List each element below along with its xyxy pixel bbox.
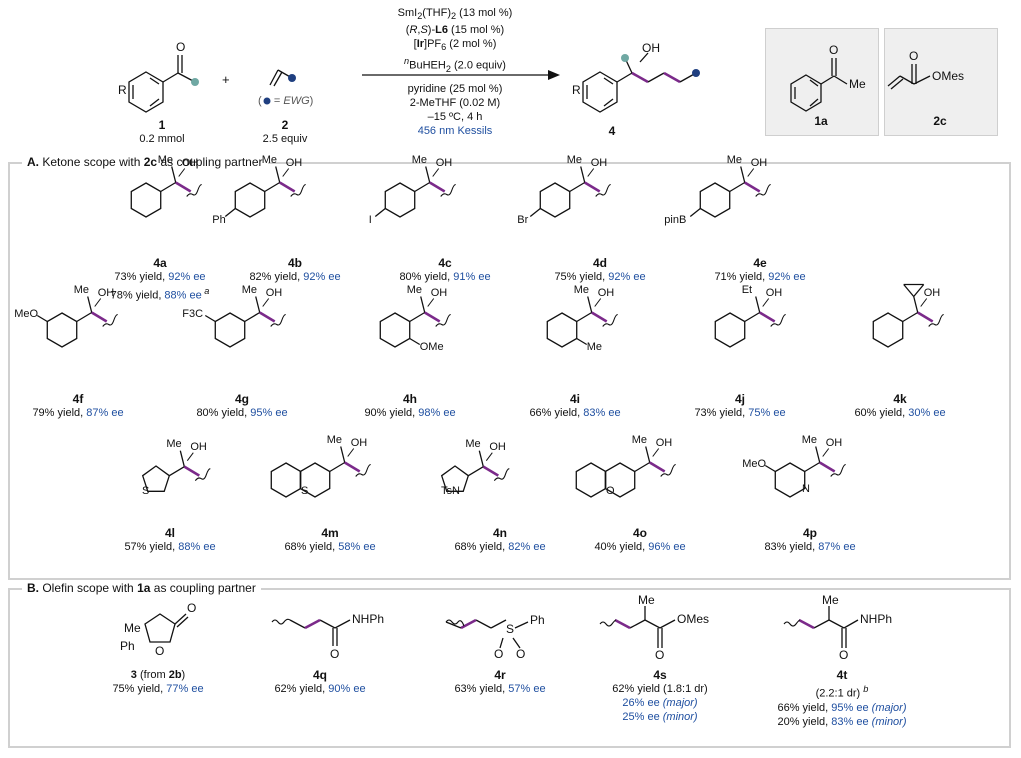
section-a-box (8, 162, 1011, 580)
product-4: 4 (608, 124, 616, 138)
section-b-box (8, 588, 1011, 748)
product-oh: OH (642, 41, 660, 55)
compound-4t: 4t (2.2:1 dr) b 66% yield, 95% ee (major… (777, 668, 907, 728)
section-a-title: A. Ketone scope with 2c as coupling part… (22, 155, 268, 169)
structure-4n (440, 465, 510, 492)
conditions-below: pyridine (25 mol %) 2-MeTHF (0.02 M) –15… (407, 83, 503, 137)
ewg-legend: ( = EWG) (258, 95, 314, 107)
conditions-above: SmI2(THF)2 (13 mol %) (R,S)-L6 (15 mol %… (397, 7, 513, 75)
plus-sign: + (222, 72, 230, 87)
product-r-label: R (572, 83, 581, 97)
r-label: R (118, 83, 127, 97)
section-b-title: B. Olefin scope with 1a as coupling part… (22, 581, 261, 595)
compound-4r: 4r 63% yield, 57% ee (454, 668, 546, 695)
compound-4q: 4q 62% yield, 90% ee (274, 668, 366, 695)
compound-3: 3 (from 2b) 75% yield, 77% ee (112, 669, 204, 695)
compound-4s: 4s 62% yield (1.8:1 dr) 26% ee (major) 2… (612, 668, 708, 723)
structure-4l (141, 465, 211, 492)
